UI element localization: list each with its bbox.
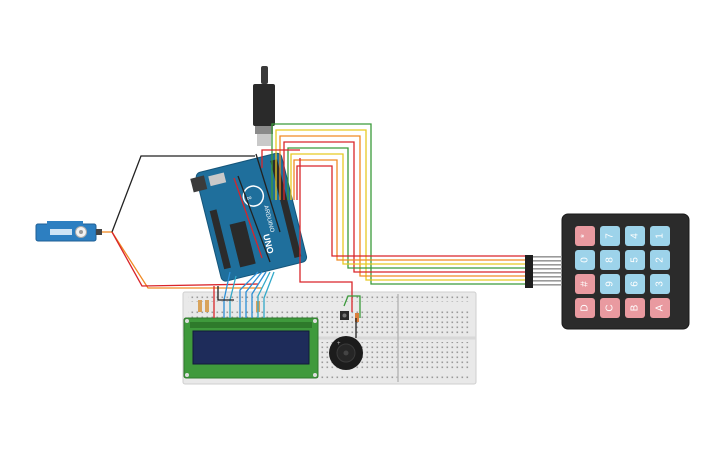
keypad-pin — [533, 280, 562, 282]
keypad-key-label: 1 — [655, 233, 666, 239]
arduino-uno: ∞ ARDUINO UNO — [190, 152, 308, 282]
keypad-key[interactable]: D — [575, 298, 595, 318]
keypad-key[interactable]: * — [575, 226, 595, 246]
keypad-key-label: D — [580, 304, 591, 311]
keypad-key[interactable]: 6 — [625, 274, 645, 294]
keypad-key-label: 0 — [580, 257, 591, 263]
keypad-pin — [533, 256, 562, 258]
keypad: 1 2 3A 4 5 6B 7 8 9C * 0 # D — [525, 213, 690, 330]
piezo-buzzer-icon: + — [329, 336, 363, 370]
keypad-key-label: 6 — [630, 281, 641, 287]
keypad-key[interactable]: C — [600, 298, 620, 318]
keypad-pin — [533, 272, 562, 274]
keypad-key-label: 2 — [655, 257, 666, 263]
keypad-key[interactable]: 5 — [625, 250, 645, 270]
keypad-key-label: 4 — [630, 233, 641, 239]
keypad-key-label: A — [655, 304, 666, 311]
keypad-key[interactable]: 3 — [650, 274, 670, 294]
keypad-pin — [533, 268, 562, 270]
keypad-key-label: * — [580, 234, 591, 238]
keypad-key-label: 7 — [605, 233, 616, 239]
keypad-pin — [533, 260, 562, 262]
keypad-key-label: 8 — [605, 257, 616, 263]
keypad-wires — [271, 123, 525, 285]
keypad-key[interactable]: 8 — [600, 250, 620, 270]
keypad-key[interactable]: 1 — [650, 226, 670, 246]
keypad-key-label: C — [605, 304, 616, 311]
keypad-key-label: B — [630, 304, 641, 311]
keypad-pin — [533, 284, 562, 286]
keypad-key-label: 3 — [655, 281, 666, 287]
keypad-key[interactable]: 4 — [625, 226, 645, 246]
svg-text:∞: ∞ — [246, 195, 253, 203]
keypad-key[interactable]: # — [575, 274, 595, 294]
keypad-key-label: # — [580, 281, 591, 287]
svg-text:+: + — [337, 341, 341, 347]
keypad-pin — [533, 276, 562, 278]
usb-plug-icon — [253, 66, 275, 146]
keypad-key-label: 9 — [605, 281, 616, 287]
keypad-key[interactable]: B — [625, 298, 645, 318]
lcd-wires — [213, 149, 361, 338]
servo-wires — [102, 153, 281, 289]
keypad-key[interactable]: 7 — [600, 226, 620, 246]
keypad-key[interactable]: 2 — [650, 250, 670, 270]
photoresistor-icon — [340, 311, 359, 322]
lcd-display — [183, 317, 319, 379]
keypad-key[interactable]: A — [650, 298, 670, 318]
keypad-key[interactable]: 0 — [575, 250, 595, 270]
keypad-pin — [533, 264, 562, 266]
keypad-key[interactable]: 9 — [600, 274, 620, 294]
servo-motor-icon — [35, 221, 102, 242]
keypad-key-label: 5 — [630, 257, 641, 263]
